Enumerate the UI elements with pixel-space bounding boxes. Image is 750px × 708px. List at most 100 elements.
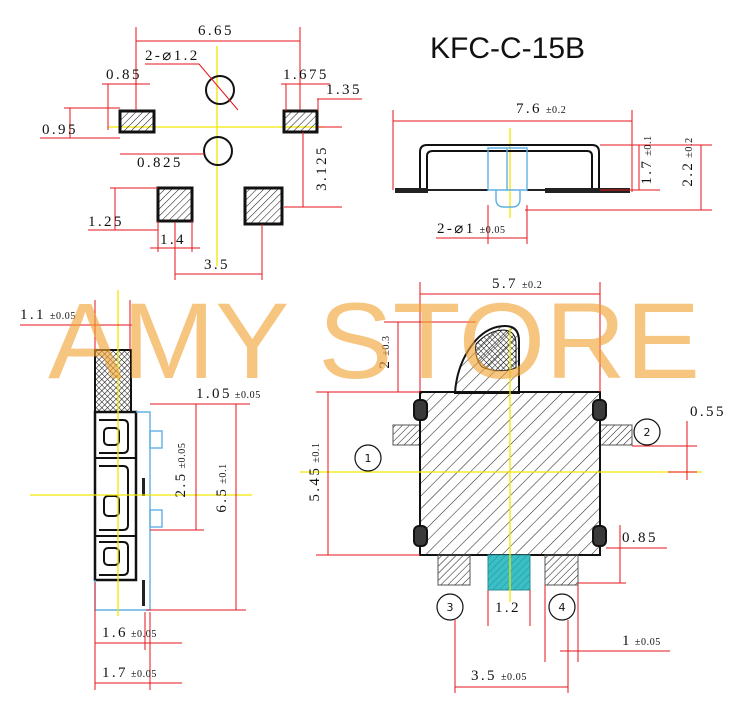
label-width-body-value: 1.6 [102,625,128,641]
label-lower-pad-pitch: 3.5 [204,257,230,273]
label-top-width-value: 5.7 [492,276,518,292]
label-actuator-width-value: 1.1 [20,307,46,323]
label-side-tab: 0.55 [690,404,726,420]
label-terminal-pitch: 2.5 ±0.05 [173,443,189,498]
clip-bottom-right [592,525,607,547]
terminal-number-2: 2 [644,426,651,439]
dimension-pad-margin [40,107,120,139]
label-top-height-tolerance: ±0.1 [311,442,322,462]
dimension-actuator-width [20,300,132,350]
terminal-mark-bottom [142,580,145,606]
label-body-length-tolerance: ±0.1 [218,463,229,483]
dimension-top-width [419,282,601,392]
label-terminal-offset-value: 1.05 [196,386,232,402]
label-pad-margin: 0.95 [42,122,78,138]
bottom-pad-right [544,554,579,586]
label-pins: 2-⌀1±0.05 [437,221,506,237]
terminal-marker-3 [436,593,464,621]
label-lower-pad-height: 1.25 [88,214,124,230]
foot-left [395,188,428,193]
dimension-upper-right-offset [281,83,330,111]
mounting-hole-lower [203,136,233,166]
dimension-body-length [146,404,246,611]
actuator-lever-tip [475,329,517,372]
label-pins-value: 2-⌀1 [437,221,476,237]
mounting-hole-upper [205,75,235,105]
label-pad-width: 1±0.05 [622,633,661,649]
pad-lower-right [243,186,284,226]
dimension-center-pad [487,590,531,626]
contact-middle-notch [103,495,120,517]
terminal-number-3: 3 [447,601,454,614]
dimension-lower-pad-height [88,187,158,231]
contact-upper [99,419,129,454]
label-actuator-protrusion-tolerance: ±0.3 [381,335,392,355]
dimension-lower-pad-pitch [174,222,263,280]
dimension-upper-right-pad [317,98,362,111]
label-side-length: 7.6±0.2 [516,101,566,117]
side-tab-left [392,424,421,446]
label-pad-width-tolerance: ±0.05 [635,637,661,648]
terminal-marker-4 [548,593,576,621]
label-overall-width: 6.65 [198,23,234,39]
dimension-width-total [94,612,182,690]
end-view: 1.1±0.05 1.05±0.05 2.5±0.05 6.5±0.1 1.6±… [20,290,261,690]
label-width-total-tolerance: ±0.05 [131,669,157,680]
bottom-pad-left [437,554,471,586]
label-lower-pad-width: 1.4 [160,232,186,248]
cover-outline [395,144,630,191]
dimension-pad-width [544,585,670,662]
label-holes: 2-⌀1.2 [145,48,200,64]
label-width-total-value: 1.7 [102,665,128,681]
label-actuator-protrusion-value: 2 [377,359,393,369]
label-center-pad: 1.2 [495,600,521,616]
foot-right-thin [527,189,545,191]
label-total-height-tolerance: ±0.2 [684,137,695,157]
label-upper-right-pad: 1.35 [326,82,362,98]
contact-lower [99,541,129,576]
label-row-spacing: 3.125 [314,145,330,191]
dimension-side-length [392,110,633,192]
label-terminal-pitch-tolerance: ±0.05 [177,443,188,469]
label-pad-pitch-tolerance: ±0.05 [501,672,527,683]
label-body-length: 6.5 ±0.1 [214,463,230,512]
label-top-width-tolerance: ±0.2 [522,280,542,291]
foot-right [545,188,630,193]
clip-bottom-left [413,525,428,547]
label-pad-pitch: 3.5±0.05 [471,668,527,684]
store-watermark: AMY STORE [48,280,700,401]
terminal-mark-middle [142,478,145,496]
pad-upper-right [282,109,319,134]
label-top-height-value: 5.45 [307,466,323,502]
dimension-pins [436,205,528,244]
label-upper-left: 0.85 [106,67,142,83]
cover-inner-outline [426,150,593,190]
label-body-length-value: 6.5 [214,487,230,513]
pad-lower-left [156,186,194,223]
dimension-total-height [525,144,712,211]
dimension-row-spacing [284,126,342,208]
dimension-width-body [94,582,182,650]
dimension-top-height [316,391,420,556]
label-width-total: 1.7±0.05 [102,665,157,681]
dimension-upper-left [102,83,150,130]
label-total-height: 2.2 ±0.2 [680,137,696,186]
terminal-bump-lower [149,509,163,528]
label-upper-right-offset: 1.675 [283,67,329,83]
side-view: 7.6±0.2 1.7 ±0.1 2.2 ±0.2 2-⌀1±0.05 [392,101,712,244]
terminal-bump-upper [149,430,163,449]
terminal-marker-2 [633,418,661,446]
label-terminal-offset: 1.05±0.05 [196,386,261,402]
label-actuator-width: 1.1±0.05 [20,307,76,323]
dimension-overall-width [135,27,301,110]
label-top-height: 5.45 ±0.1 [307,442,323,501]
label-terminal-pitch-value: 2.5 [173,472,189,498]
label-terminal-offset-tolerance: ±0.05 [235,390,261,401]
label-total-height-value: 2.2 [680,161,696,187]
label-body-height-value: 1.7 [639,159,655,185]
label-body-height-tolerance: ±0.1 [643,135,654,155]
clip-top-right [592,399,607,421]
terminal-marker-1 [354,444,382,472]
actuator-side-outline [487,147,528,208]
